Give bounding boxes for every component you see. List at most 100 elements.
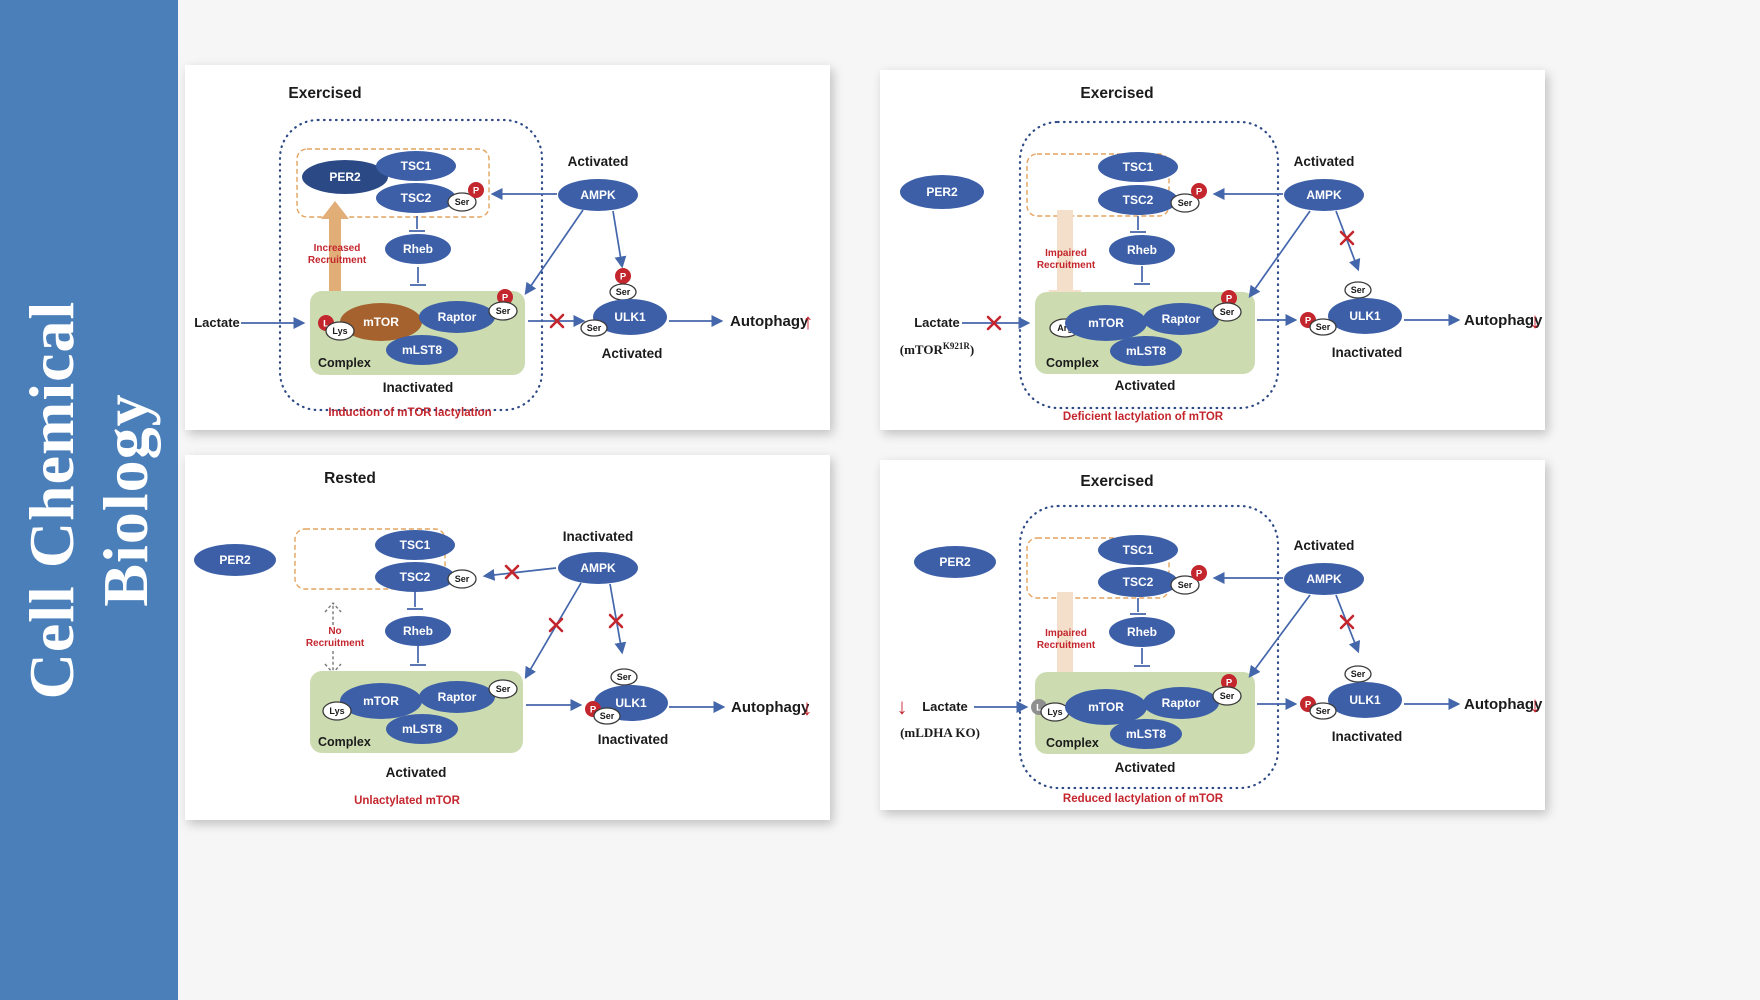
complex-state: Activated <box>386 765 447 780</box>
per2-node <box>302 160 388 194</box>
lys-label: Lys <box>1047 707 1062 717</box>
ulk1-label: ULK1 <box>1349 309 1381 323</box>
lactate-label: Lactate <box>194 315 240 330</box>
recruitment-faded-arrow <box>1048 210 1082 310</box>
ulk1-phospho-left-label: P <box>1305 700 1312 711</box>
recruitment-label-2: Recruitment <box>1037 260 1096 271</box>
lys-label: Lys <box>332 326 347 336</box>
autophagy-down-icon: ↓ <box>802 695 813 720</box>
ampk-label: AMPK <box>1306 188 1342 202</box>
no-recruitment-up-arrow <box>324 601 342 625</box>
raptor-node <box>419 681 495 713</box>
inhibited-x-icon <box>1339 230 1355 246</box>
tsc2-ser-residue <box>1170 575 1200 595</box>
mlst8-node <box>1110 719 1182 749</box>
ampk-label: AMPK <box>1306 572 1342 586</box>
ulk1-ser-left-residue <box>1309 702 1337 720</box>
tsc2-inhibits-rheb-tbar <box>1130 598 1146 615</box>
autophagy-down-icon: ↓ <box>1530 692 1541 717</box>
tsc2-ser-label: Ser <box>455 197 470 207</box>
ulk1-ser-top-label: Ser <box>616 287 631 297</box>
ulk1-ser-left-residue <box>580 319 608 337</box>
ampk-state: Activated <box>1294 538 1355 553</box>
tsc2-label: TSC2 <box>1123 193 1154 207</box>
ulk1-ser-left-residue <box>593 707 621 725</box>
autophagy-down-icon: ↓ <box>1530 308 1541 333</box>
inhibited-x-icon <box>548 617 564 633</box>
tsc2-inhibits-rheb-tbar <box>409 216 425 232</box>
raptor-label: Raptor <box>1162 312 1201 326</box>
ulk1-phospho-badge-top <box>615 268 631 284</box>
ulk1-label: ULK1 <box>615 696 647 710</box>
rheb-node <box>385 234 451 264</box>
ampk-state: Inactivated <box>563 529 634 544</box>
rheb-node <box>385 616 451 646</box>
complex-state: Activated <box>1115 378 1176 393</box>
rheb-inhibits-complex-tbar <box>1134 266 1150 285</box>
mtor-label: mTOR <box>1088 316 1124 330</box>
tsc1-label: TSC1 <box>1123 543 1154 557</box>
rheb-label: Rheb <box>1127 625 1157 639</box>
complex-label: Complex <box>318 356 371 370</box>
ampk-label: AMPK <box>580 561 616 575</box>
raptor-label: Raptor <box>1162 696 1201 710</box>
raptor-node <box>419 301 495 333</box>
mtor-node <box>1065 689 1147 725</box>
cell-dotted-boundary <box>1018 120 1280 410</box>
complex-label: Complex <box>318 735 371 749</box>
mtor-label: mTOR <box>1088 700 1124 714</box>
arg-label: Arg <box>1057 323 1073 333</box>
condition-title: Rested <box>324 470 376 487</box>
ampk-node <box>558 552 638 584</box>
tsc2-phospho-badge <box>1191 183 1207 199</box>
mlst8-label: mLST8 <box>1126 344 1166 358</box>
ulk1-ser-top-residue <box>610 668 638 686</box>
raptor-phospho-badge <box>497 289 513 305</box>
autophagy-up-icon: ↑ <box>803 309 814 334</box>
ampk-node <box>1284 179 1364 211</box>
per2-tsc-dashed-box <box>1026 153 1170 217</box>
tsc2-node <box>375 562 455 592</box>
complex-label: Complex <box>1046 356 1099 370</box>
mlst8-node <box>1110 336 1182 366</box>
per2-node <box>914 546 996 578</box>
panel-caption: Unlactylated mTOR <box>354 795 461 807</box>
tsc1-label: TSC1 <box>400 538 431 552</box>
complex-state: Inactivated <box>383 380 454 395</box>
rheb-node <box>1109 617 1175 647</box>
no-recruitment-down-arrow <box>324 651 342 675</box>
mlst8-label: mLST8 <box>402 722 442 736</box>
raptor-ser-residue <box>1212 302 1242 322</box>
lys-residue <box>325 321 355 341</box>
ulk1-node <box>593 299 667 335</box>
ulk1-node <box>1328 682 1402 718</box>
recruitment-label-1: Increased <box>314 243 361 254</box>
inhibited-x-icon <box>608 613 624 629</box>
tsc2-node <box>1098 567 1178 597</box>
lactate-label: Lactate <box>914 315 960 330</box>
per2-label: PER2 <box>926 185 958 199</box>
per2-label: PER2 <box>329 170 361 184</box>
arrow-ampk-to-complex <box>524 209 584 295</box>
ulk1-ser-top-residue <box>1344 281 1372 299</box>
raptor-node <box>1143 687 1219 719</box>
rheb-label: Rheb <box>403 624 433 638</box>
rheb-label: Rheb <box>1127 243 1157 257</box>
inhibited-x-icon <box>986 315 1002 331</box>
inhibited-x-icon <box>1339 614 1355 630</box>
journal-title: Cell Chemical Biology <box>0 0 178 1000</box>
panel-exercised-mldha-ko: Exercised Impaired Recruitment PER2 TSC1… <box>880 460 1545 810</box>
per2-tsc-dashed-box <box>296 148 490 218</box>
ampk-state: Activated <box>568 154 629 169</box>
panel-exercised-k921r: Exercised Impaired Recruitment PER2 TSC1… <box>880 70 1545 430</box>
autophagy-label: Autophagy <box>730 313 809 330</box>
recruitment-faded-arrow <box>1048 592 1082 692</box>
ulk1-label: ULK1 <box>614 310 646 324</box>
mlst8-label: mLST8 <box>402 343 442 357</box>
recruitment-label-1: Impaired <box>1045 628 1087 639</box>
ulk1-ser-left-residue <box>1309 318 1337 336</box>
cell-dotted-boundary <box>278 118 544 412</box>
raptor-node <box>1143 303 1219 335</box>
per2-tsc-dashed-box <box>294 528 446 590</box>
panel-exercised-induction: Exercised Increased Recruitment PER2 TSC… <box>185 65 830 430</box>
